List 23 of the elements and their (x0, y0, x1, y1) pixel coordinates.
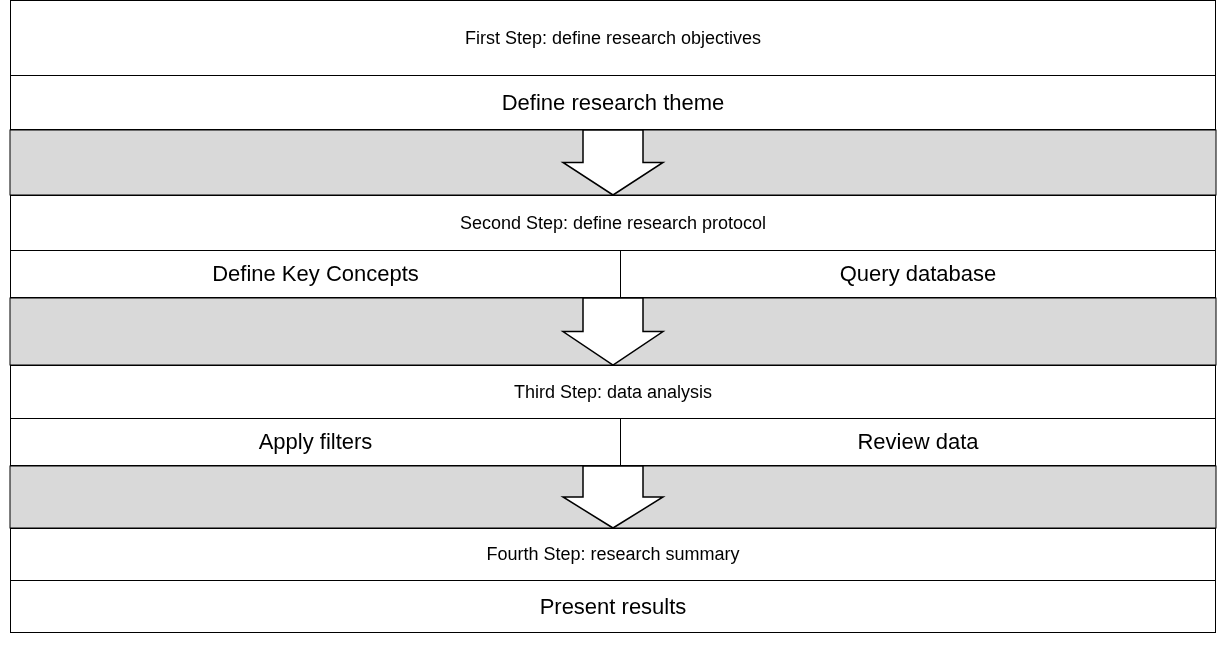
task-box (620, 250, 1216, 298)
block-arrow (560, 297, 666, 366)
task-label: Define research theme (501, 89, 725, 116)
step-title: Fourth Step: research summary (486, 544, 740, 565)
block-arrow (560, 129, 666, 196)
task-box (10, 418, 621, 466)
block-arrow (560, 465, 666, 529)
step-heading-box (10, 365, 1216, 419)
task-box (620, 418, 1216, 466)
step-title: Third Step: data analysis (513, 381, 713, 403)
step-heading-box (10, 0, 1216, 76)
step-heading-box (10, 195, 1216, 251)
step-title: Second Step: define research protocol (459, 212, 767, 234)
task-box (10, 75, 1216, 130)
task-label: Present results (539, 593, 687, 620)
task-box (10, 580, 1216, 633)
step-heading-box (10, 528, 1216, 581)
task-label: Apply filters (258, 429, 373, 455)
task-label: Query database (839, 261, 997, 287)
task-box (10, 250, 621, 298)
step-title: First Step: define research objectives (464, 27, 762, 49)
task-label: Review data (857, 429, 979, 455)
task-label: Define Key Concepts (212, 261, 419, 287)
